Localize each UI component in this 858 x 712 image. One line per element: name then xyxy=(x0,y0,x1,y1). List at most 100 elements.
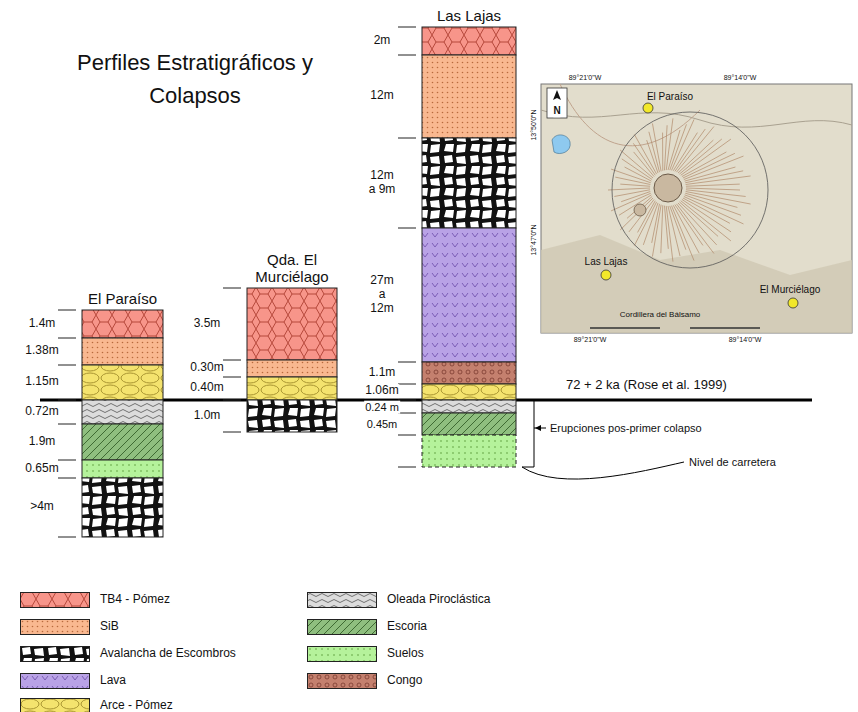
drawing-part xyxy=(590,327,760,329)
drawing-part xyxy=(422,435,516,467)
drawing-part xyxy=(422,384,516,400)
drawing-part xyxy=(82,310,163,338)
thickness-label: 2m xyxy=(373,34,392,48)
drawing-part xyxy=(247,288,337,360)
legend-text: Oleada Piroclástica xyxy=(387,593,490,607)
drawing-part xyxy=(547,88,567,118)
thickness-label: 27m a 12m xyxy=(365,274,399,315)
thickness-label: 1.15m xyxy=(24,375,59,389)
drawing-part xyxy=(614,190,650,197)
drawing-part xyxy=(398,362,416,363)
drawing-part xyxy=(422,400,516,413)
drawing-part xyxy=(58,310,76,311)
drawing-part xyxy=(422,138,516,228)
drawing-part xyxy=(82,338,163,365)
thickness-label: 1.06m xyxy=(364,384,399,398)
drawing-part xyxy=(633,143,655,175)
legend-text: Lava xyxy=(100,674,126,688)
legend-text: TB4 - Pómez xyxy=(100,593,170,607)
drawing-part xyxy=(422,413,516,435)
drawing-part xyxy=(247,288,337,360)
drawing-part xyxy=(788,298,798,308)
drawing-part xyxy=(422,228,516,362)
map-label: 89°14'0"W xyxy=(729,336,762,344)
drawing-part xyxy=(686,176,751,185)
drawing-part xyxy=(422,362,516,384)
map-label: Las Lajas xyxy=(585,256,628,268)
drawing-part xyxy=(634,202,656,246)
drawing-part xyxy=(82,460,163,478)
drawing-part xyxy=(82,365,163,400)
legend-swatch xyxy=(307,619,377,635)
drawing-part xyxy=(82,424,163,460)
drawing-part xyxy=(681,201,731,241)
drawing-part xyxy=(678,203,717,245)
drawing-part xyxy=(422,27,516,55)
drawing-part xyxy=(82,365,163,400)
legend-swatch xyxy=(307,592,377,608)
drawing-part xyxy=(672,119,695,170)
legend-swatch xyxy=(20,698,90,712)
drawing-part xyxy=(247,377,337,400)
drawing-part xyxy=(422,384,516,400)
map-label: Cordillera del Bálsamo xyxy=(620,310,700,319)
drawing-part xyxy=(247,400,337,432)
thickness-label: 0.30m xyxy=(189,361,224,375)
drawing-part xyxy=(634,204,646,216)
drawing-part xyxy=(620,198,653,230)
thickness-label: 3.5m xyxy=(193,317,222,331)
drawing-part xyxy=(620,150,653,178)
drawing-part xyxy=(683,198,730,223)
drawing-part xyxy=(58,310,163,537)
drawing-part xyxy=(621,192,650,202)
drawing-part xyxy=(422,435,516,467)
drawing-part xyxy=(398,413,416,414)
drawing-part xyxy=(82,365,163,400)
drawing-part xyxy=(634,134,656,174)
legend-swatch xyxy=(307,673,377,689)
drawing-part xyxy=(247,377,337,400)
drawing-part xyxy=(247,360,337,377)
drawing-part xyxy=(398,384,416,385)
annotation: Nivel de carretera xyxy=(688,456,777,469)
drawing-part xyxy=(82,365,163,400)
drawing-part xyxy=(58,478,76,479)
drawing-part xyxy=(58,460,76,461)
drawing-part xyxy=(82,400,163,424)
drawing-part xyxy=(422,413,516,435)
drawing-part xyxy=(608,188,650,190)
drawing-part xyxy=(82,460,163,478)
drawing-part xyxy=(422,27,516,55)
drawing-part xyxy=(82,478,163,537)
thickness-label: 12m a 9m xyxy=(366,169,398,197)
drawing-part xyxy=(422,384,516,400)
drawing-part xyxy=(58,424,76,425)
leader-line xyxy=(522,462,684,479)
drawing-part xyxy=(654,174,682,202)
map-label: 89°21'0"W xyxy=(569,74,602,82)
drawing-part xyxy=(398,467,416,468)
volcano-relief xyxy=(608,118,751,261)
drawing-part xyxy=(422,55,516,138)
drawing-part xyxy=(662,133,663,171)
legend-text: Congo xyxy=(387,674,422,688)
map-label: 89°14'0"W xyxy=(724,74,757,82)
drawing-part xyxy=(422,228,516,362)
drawing-part xyxy=(247,360,337,377)
drawing-part xyxy=(672,206,695,261)
drawing-part xyxy=(422,362,516,384)
drawing-part xyxy=(422,400,516,413)
drawing-part xyxy=(629,199,654,231)
thickness-label: 12m xyxy=(369,89,394,103)
drawing-part xyxy=(398,27,516,467)
drawing-part xyxy=(643,103,653,113)
column-title: El Paraíso xyxy=(72,290,173,307)
legend-text: Escoria xyxy=(387,620,427,634)
drawing-part xyxy=(652,123,661,171)
map-label: El Murciélago xyxy=(760,284,821,296)
thickness-label: 1.0m xyxy=(193,409,222,423)
drawing-part xyxy=(82,310,163,338)
drawing-part xyxy=(620,184,650,186)
drawing-part xyxy=(223,288,241,289)
